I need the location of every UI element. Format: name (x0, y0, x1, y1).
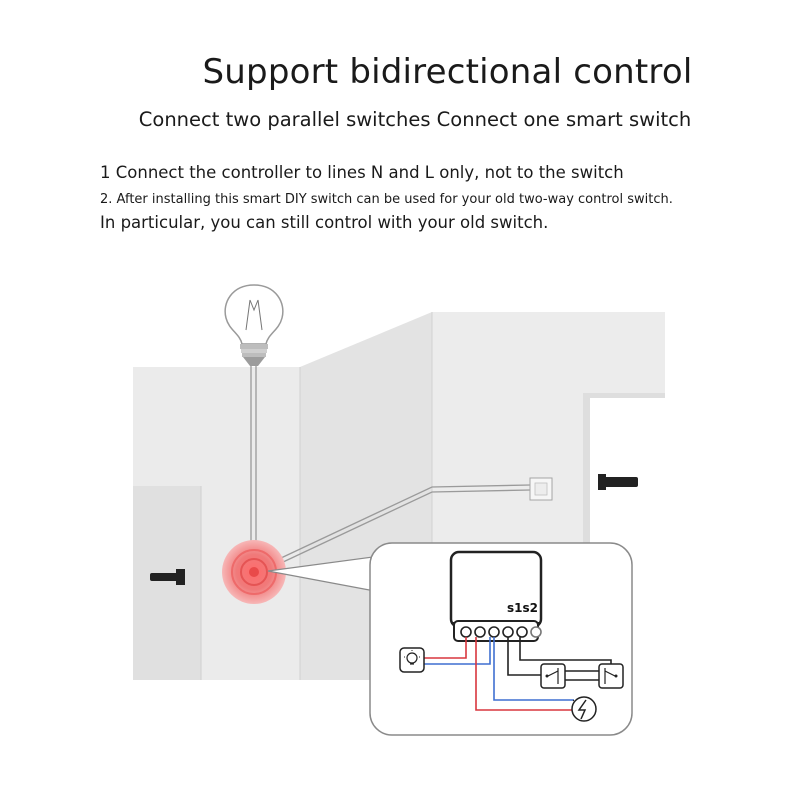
instruction-note-2: 2. After installing this smart DIY switc… (100, 192, 673, 207)
right-door (583, 393, 665, 548)
left-door-panel (133, 486, 201, 680)
callout-wiring (424, 637, 612, 711)
diagram-subtitle: Connect two parallel switches Connect on… (138, 108, 692, 131)
light-bulb-icon (224, 284, 284, 366)
lamp-icon (399, 647, 425, 673)
two-way-switch-1-icon (540, 663, 566, 689)
instruction-note-3: In particular, you can still control wit… (100, 213, 549, 232)
smart-switch-module (449, 550, 543, 642)
left-door-handle (150, 569, 185, 585)
two-way-switch-2-icon (598, 663, 624, 689)
module-terminals (460, 626, 542, 638)
wall-switch-wires (263, 484, 531, 572)
instruction-note-1: 1 Connect the controller to lines N and … (100, 163, 624, 182)
power-source-icon (571, 696, 597, 722)
diagram-title: Support bidirectional control (202, 52, 693, 92)
right-door-handle (598, 477, 638, 487)
bulb-wires (250, 366, 257, 566)
terminal-label: s1s2 (507, 601, 538, 615)
wall-switch-icon (529, 477, 553, 501)
